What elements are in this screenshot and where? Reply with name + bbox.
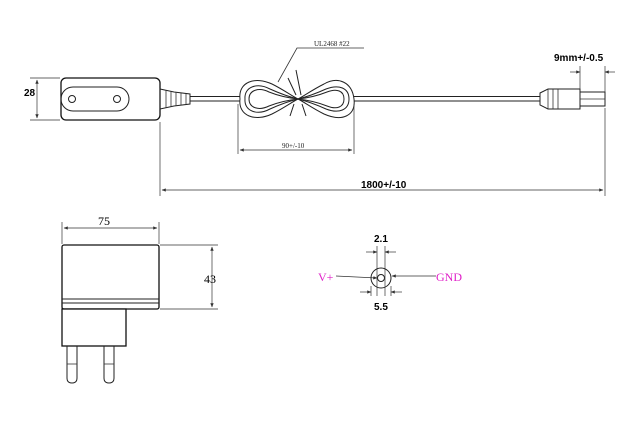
depth-label: 43 bbox=[204, 272, 216, 286]
socket-pin-hole-left bbox=[68, 95, 76, 103]
ground-label: GND bbox=[436, 270, 462, 284]
height-label: 28 bbox=[24, 88, 36, 99]
width-label: 75 bbox=[98, 214, 110, 228]
dc-plug bbox=[539, 88, 606, 110]
plug-socket-face bbox=[60, 86, 130, 112]
positive-label: V+ bbox=[318, 270, 334, 284]
plug-base bbox=[61, 308, 127, 347]
strain-relief bbox=[159, 88, 191, 110]
plug-length-label: 9mm+/-0.5 bbox=[554, 53, 604, 64]
plug-prong-right bbox=[103, 346, 115, 384]
cable-coil bbox=[239, 69, 355, 118]
plug-prong-left bbox=[66, 346, 78, 384]
side-view: 75 43 bbox=[61, 214, 218, 384]
outer-diameter-label: 5.5 bbox=[374, 302, 388, 313]
coil-length-label: 90+/-10 bbox=[282, 142, 305, 150]
inner-diameter-label: 2.1 bbox=[374, 234, 388, 245]
cable-length-label: 1800+/-10 bbox=[361, 180, 407, 191]
jack-inner-pin bbox=[377, 274, 385, 282]
cable-spec-leader bbox=[277, 47, 364, 83]
cable-spec-label: UL2468 #22 bbox=[314, 40, 350, 48]
socket-pin-hole-right bbox=[113, 95, 121, 103]
dc-jack-polarity: 2.1 5.5 V+ GND bbox=[318, 234, 462, 313]
top-view: UL2468 #22 28 9mm+/-0.5 90+/-10 1800+/-1… bbox=[24, 40, 615, 196]
